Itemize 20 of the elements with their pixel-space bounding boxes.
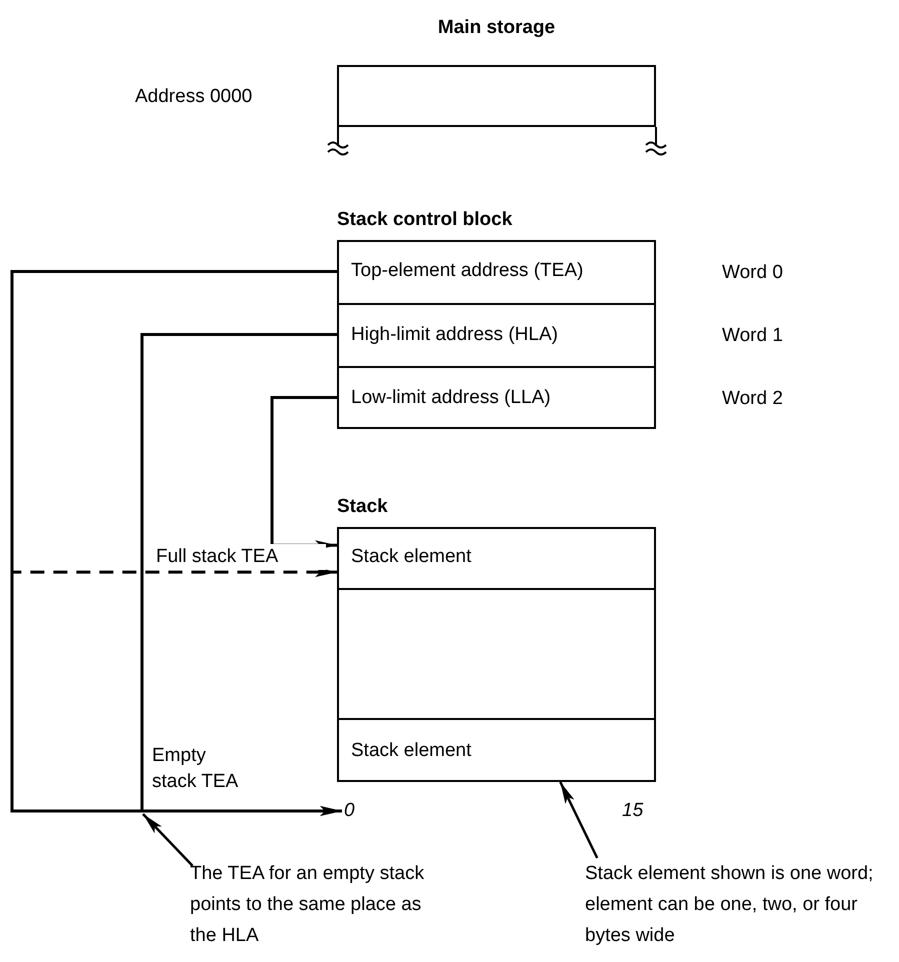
word-label: Word 1 bbox=[722, 324, 783, 348]
annotation-note: Stack element shown is one word; element can be one, two, or four bytes wide bbox=[585, 858, 890, 951]
memory-word-row: High-limit address (HLA) bbox=[337, 303, 656, 366]
bit-number: 15 bbox=[622, 799, 644, 823]
arrow bbox=[140, 333, 342, 816]
memory-word-row: Low-limit address (LLA) bbox=[337, 366, 656, 429]
word-label: Word 0 bbox=[722, 261, 783, 285]
address-label: Address 0000 bbox=[135, 85, 252, 109]
leader-line bbox=[559, 781, 598, 859]
block-heading: Stack bbox=[337, 495, 388, 519]
bit-number: 0 bbox=[344, 797, 355, 826]
memory-word-row: Stack element bbox=[337, 527, 656, 588]
edge-label: Full stack TEA bbox=[156, 544, 326, 570]
annotation-note: The TEA for an empty stack points to the same place as the HLA bbox=[190, 858, 440, 951]
block-heading: Stack control block bbox=[337, 208, 512, 232]
memory-word-row: Top-element address (TEA) bbox=[337, 240, 656, 303]
leader-line bbox=[142, 813, 194, 867]
block-heading: Main storage bbox=[436, 16, 556, 40]
memory-word-row: Stack element bbox=[337, 718, 656, 782]
word-label: Word 2 bbox=[722, 387, 783, 411]
